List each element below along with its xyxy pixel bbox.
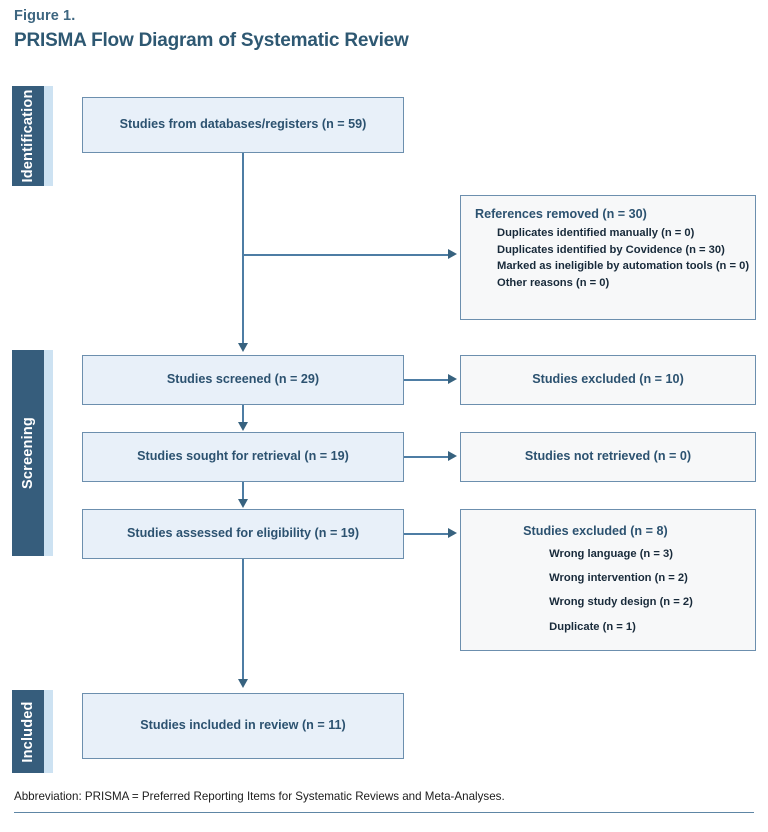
arrowhead-to-studies-included xyxy=(237,679,248,688)
list-item: Marked as ineligible by automation tools… xyxy=(497,260,750,273)
footer-divider xyxy=(14,812,754,814)
footnote-abbreviation: Abbreviation: PRISMA = Preferred Reporti… xyxy=(14,790,505,803)
connector-to-excluded-reasons xyxy=(404,533,448,535)
stage-bar-shadow xyxy=(44,86,53,186)
page-title: PRISMA Flow Diagram of Systematic Review xyxy=(14,30,409,51)
figure-label: Figure 1. xyxy=(14,8,76,24)
stage-bar-shadow xyxy=(44,690,53,773)
stage-label-identification: Identification xyxy=(20,89,36,183)
connector-to-studies-not-retrieved xyxy=(404,456,448,458)
node-studies-included-label: Studies included in review (n = 11) xyxy=(140,718,346,733)
list-item: Wrong language (n = 3) xyxy=(549,548,673,560)
connector-assessed-to-included xyxy=(242,559,244,680)
arrowhead-to-studies-screened xyxy=(237,343,248,352)
list-item: Duplicates identified by Covidence (n = … xyxy=(497,243,725,256)
node-studies-screened-label: Studies screened (n = 29) xyxy=(166,372,320,387)
stage-bar-included: Included xyxy=(12,690,53,773)
arrowhead-to-studies-excluded xyxy=(448,374,457,384)
stage-bar-identification: Identification xyxy=(12,86,53,186)
connector-identification-trunk xyxy=(242,153,244,343)
node-studies-assessed[interactable]: Studies assessed for eligibility (n = 19… xyxy=(82,509,404,559)
connector-to-references-removed xyxy=(242,254,448,256)
list-item: Wrong intervention (n = 2) xyxy=(549,572,688,585)
node-excluded-reasons[interactable]: Studies excluded (n = 8) Wrong language … xyxy=(460,509,756,651)
node-studies-included[interactable]: Studies included in review (n = 11) xyxy=(82,693,404,759)
connector-sought-to-assessed xyxy=(242,482,244,500)
node-records-identified[interactable]: Studies from databases/registers (n = 59… xyxy=(82,97,404,153)
connector-to-studies-excluded xyxy=(404,379,448,381)
arrowhead-to-references-removed xyxy=(448,249,457,259)
list-item: Duplicates identified manually (n = 0) xyxy=(497,227,695,239)
node-studies-screened[interactable]: Studies screened (n = 29) xyxy=(82,355,404,405)
list-item: Wrong study design (n = 2) xyxy=(549,596,693,609)
node-studies-not-retrieved[interactable]: Studies not retrieved (n = 0) xyxy=(460,432,756,482)
node-records-identified-label: Studies from databases/registers (n = 59… xyxy=(119,117,367,132)
node-studies-excluded-label: Studies excluded (n = 10) xyxy=(532,372,684,387)
stage-label-screening: Screening xyxy=(20,417,36,489)
list-item: Other reasons (n = 0) xyxy=(497,277,610,290)
connector-screened-to-sought xyxy=(242,405,244,423)
stage-label-included: Included xyxy=(20,700,36,763)
node-excluded-reasons-header: Studies excluded (n = 8) xyxy=(523,524,668,538)
node-studies-sought-label: Studies sought for retrieval (n = 19) xyxy=(137,449,349,464)
node-studies-not-retrieved-label: Studies not retrieved (n = 0) xyxy=(524,449,692,464)
node-studies-excluded[interactable]: Studies excluded (n = 10) xyxy=(460,355,756,405)
node-studies-sought[interactable]: Studies sought for retrieval (n = 19) xyxy=(82,432,404,482)
node-studies-assessed-label: Studies assessed for eligibility (n = 19… xyxy=(126,526,360,541)
arrowhead-to-studies-assessed xyxy=(237,499,248,508)
arrowhead-to-studies-sought xyxy=(237,422,248,431)
node-references-removed[interactable]: References removed (n = 30) Duplicates i… xyxy=(460,195,756,320)
list-item: Duplicate (n = 1) xyxy=(549,620,636,633)
arrowhead-to-excluded-reasons xyxy=(448,528,457,538)
stage-bar-shadow xyxy=(44,350,53,556)
node-references-removed-header: References removed (n = 30) xyxy=(475,207,647,221)
stage-bar-screening: Screening xyxy=(12,350,53,556)
excluded-reasons-inner: Studies excluded (n = 8) Wrong language … xyxy=(523,524,693,646)
arrowhead-to-studies-not-retrieved xyxy=(448,451,457,461)
